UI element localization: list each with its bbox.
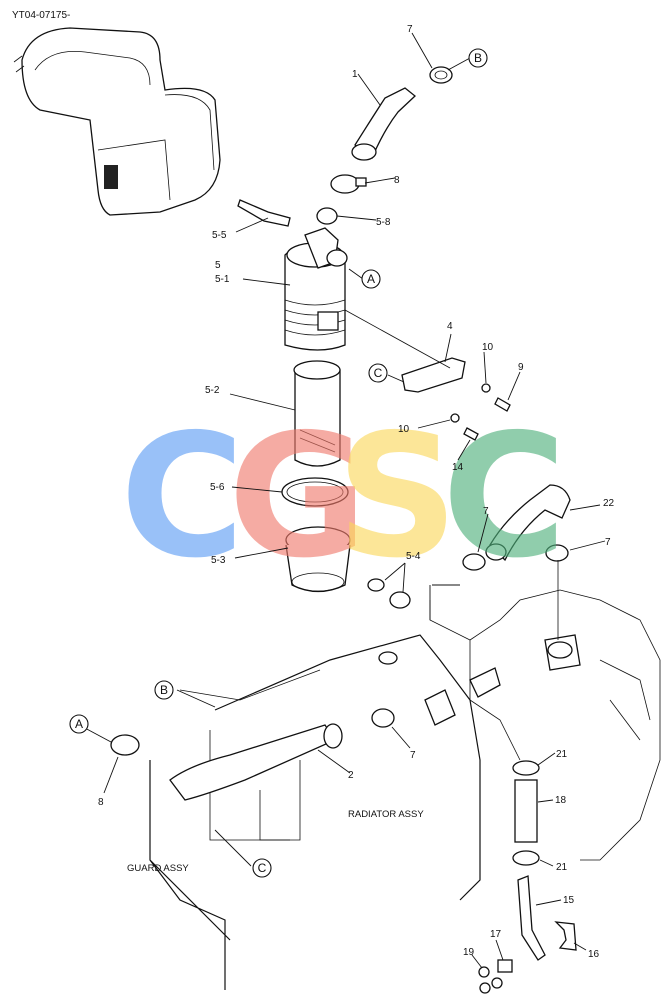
ref-c-top: C xyxy=(374,366,383,380)
label-1: 1 xyxy=(352,69,358,80)
label-7-bottom: 7 xyxy=(410,750,416,761)
watermark: C G S C xyxy=(120,398,567,596)
label-21-bottom: 21 xyxy=(556,862,568,873)
leader-lines xyxy=(82,32,606,969)
drawing-code: YT04-07175- xyxy=(12,10,70,21)
label-7-top: 7 xyxy=(407,24,413,35)
label-8-top: 8 xyxy=(394,175,400,186)
radiator-guard-assembly xyxy=(110,634,577,994)
label-5-5: 5-5 xyxy=(212,230,227,241)
part-labels: 1 7 8 5-8 5-5 5 5-1 4 10 9 5-2 10 14 5-6… xyxy=(98,24,615,960)
reference-markers: B A C B A C xyxy=(69,48,488,878)
watermark-letter-2: G xyxy=(228,398,368,596)
label-5-6: 5-6 xyxy=(210,482,225,493)
watermark-letter-1: C xyxy=(120,398,245,596)
label-5: 5 xyxy=(215,260,221,271)
watermark-letter-3: S xyxy=(336,398,458,596)
label-7-right: 7 xyxy=(605,537,611,548)
air-cleaner-assembly xyxy=(237,66,453,609)
label-22: 22 xyxy=(603,498,615,509)
engine-block xyxy=(429,560,661,861)
ref-a-top: A xyxy=(367,272,375,286)
label-5-4: 5-4 xyxy=(406,551,421,562)
label-7-hose: 7 xyxy=(483,506,489,517)
label-21-top: 21 xyxy=(556,749,568,760)
ref-b-bottom: B xyxy=(160,683,168,697)
label-10-left: 10 xyxy=(398,424,410,435)
guard-assy-label: GUARD ASSY xyxy=(127,863,189,874)
label-2: 2 xyxy=(348,770,354,781)
label-9: 9 xyxy=(518,362,524,373)
ref-a-bottom: A xyxy=(75,717,83,731)
label-4: 4 xyxy=(447,321,453,332)
engine-cover-illustration xyxy=(13,27,221,216)
label-10-right: 10 xyxy=(482,342,494,353)
label-16: 16 xyxy=(588,949,600,960)
label-5-2: 5-2 xyxy=(205,385,220,396)
label-8-bottom: 8 xyxy=(98,797,104,808)
ref-c-bottom: C xyxy=(258,861,267,875)
label-14: 14 xyxy=(452,462,464,473)
label-19: 19 xyxy=(463,947,475,958)
bracket-assembly xyxy=(344,309,511,441)
label-17: 17 xyxy=(490,929,502,940)
hose-22-assembly xyxy=(462,484,571,571)
ref-b-top: B xyxy=(474,51,482,65)
label-18: 18 xyxy=(555,795,567,806)
label-5-8: 5-8 xyxy=(376,217,391,228)
label-5-1: 5-1 xyxy=(215,274,230,285)
radiator-assy-label: RADIATOR ASSY xyxy=(348,809,424,820)
label-5-3: 5-3 xyxy=(211,555,226,566)
watermark-letter-4: C xyxy=(442,398,567,596)
label-15: 15 xyxy=(563,895,575,906)
